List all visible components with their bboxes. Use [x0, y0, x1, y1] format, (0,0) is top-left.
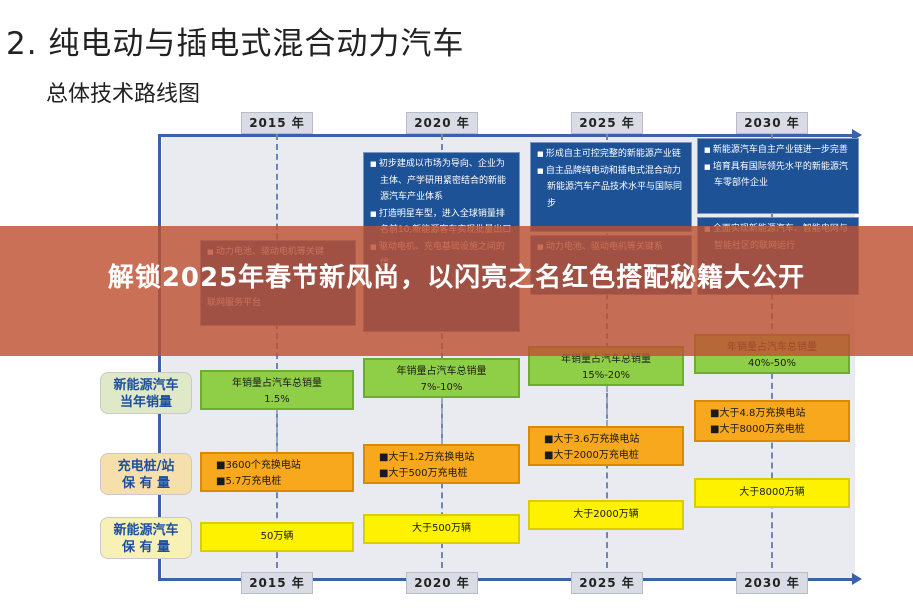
year-tag-2015-top: 2015 年	[241, 112, 313, 134]
charging-2015: ■3600个充换电站 ■5.7万充电桩	[200, 452, 354, 492]
year-tag-2020-bottom: 2020 年	[406, 572, 478, 594]
overlay-banner-text: 解锁2025年春节新风尚，以闪亮之名红色搭配秘籍大公开	[107, 263, 806, 293]
connector	[276, 408, 278, 452]
tech-item: 自主品牌纯电动和插电式混合动力新能源汽车产品技术水平与国际同步	[537, 163, 685, 213]
tech-box-2030-a: 新能源汽车自主产业链进一步完善 培育具有国际领先水平的新能源汽车零部件企业	[697, 138, 859, 214]
bottom-axis	[158, 578, 858, 581]
year-tag-2020-top: 2020 年	[406, 112, 478, 134]
charging-2025: ■大于3.6万充换电站 ■大于2000万充电桩	[528, 426, 684, 466]
tech-box-2025-a: 形成自主可控完整的新能源产业链 自主品牌纯电动和插电式混合动力新能源汽车产品技术…	[530, 142, 692, 232]
sales-share-value: 7%-10%	[420, 382, 463, 393]
charging-stations: ■3600个充换电站	[216, 460, 301, 471]
stock-2020: 大于500万辆	[363, 514, 520, 544]
stock-2015: 50万辆	[200, 522, 354, 552]
year-tag-2030-bottom: 2030 年	[736, 572, 808, 594]
connector	[606, 386, 608, 426]
charging-piles: ■大于8000万充电桩	[710, 424, 805, 435]
sales-share-label: 年销量占汽车总销量	[396, 366, 487, 377]
charging-stations: ■大于4.8万充换电站	[710, 408, 806, 419]
row-label-charging: 充电桩/站 保 有 量	[100, 453, 192, 495]
page-title: 2. 纯电动与插电式混合动力汽车	[6, 26, 465, 62]
row-label-text: 新能源汽车 当年销量	[113, 378, 179, 410]
year-line-2020	[441, 134, 443, 578]
overlay-banner	[0, 226, 913, 356]
top-axis-arrow-icon	[852, 129, 862, 141]
bottom-axis-arrow-icon	[852, 573, 862, 585]
left-axis	[158, 134, 161, 581]
charging-piles: ■大于500万充电桩	[379, 468, 468, 479]
stock-2025: 大于2000万辆	[528, 500, 684, 530]
stock-2030: 大于8000万辆	[694, 478, 850, 508]
sales-share-value: 15%-20%	[581, 370, 631, 381]
year-tag-2025-bottom: 2025 年	[571, 572, 643, 594]
row-label-text: 充电桩/站 保 有 量	[117, 459, 175, 491]
sales-share-2015: 年销量占汽车总销量 1.5%	[200, 370, 354, 410]
charging-2030: ■大于4.8万充换电站 ■大于8000万充电桩	[694, 400, 850, 442]
year-line-2015	[276, 134, 278, 578]
charging-stations: ■大于3.6万充换电站	[544, 434, 640, 445]
charging-stations: ■大于1.2万充换电站	[379, 452, 475, 463]
charging-piles: ■5.7万充电桩	[216, 476, 282, 487]
sales-share-label: 年销量占汽车总销量	[561, 354, 651, 365]
top-axis	[158, 134, 858, 137]
sales-share-2020: 年销量占汽车总销量 7%-10%	[363, 358, 520, 398]
connector	[441, 398, 443, 444]
tech-item: 新能源汽车自主产业链进一步完善	[704, 142, 852, 159]
year-tag-2015-bottom: 2015 年	[241, 572, 313, 594]
sales-share-value: 1.5%	[264, 394, 290, 405]
tech-item: 培育具有国际领先水平的新能源汽车零部件企业	[704, 159, 852, 192]
row-label-stock: 新能源汽车 保 有 量	[100, 517, 192, 559]
charging-piles: ■大于2000万充电桩	[544, 450, 639, 461]
tech-item: 初步建成以市场为导向、企业为主体、产学研用紧密结合的新能源汽车产业体系	[370, 156, 513, 206]
charging-2020: ■大于1.2万充换电站 ■大于500万充电桩	[363, 444, 520, 484]
sales-share-value: 40%-50%	[747, 358, 797, 369]
year-tag-2025-top: 2025 年	[571, 112, 643, 134]
row-label-sales: 新能源汽车 当年销量	[100, 372, 192, 414]
row-label-text: 新能源汽车 保 有 量	[113, 523, 179, 555]
tech-item: 形成自主可控完整的新能源产业链	[537, 146, 685, 163]
sales-share-label: 年销量占汽车总销量	[232, 378, 322, 389]
year-tag-2030-top: 2030 年	[736, 112, 808, 134]
page-subtitle: 总体技术路线图	[46, 82, 201, 107]
